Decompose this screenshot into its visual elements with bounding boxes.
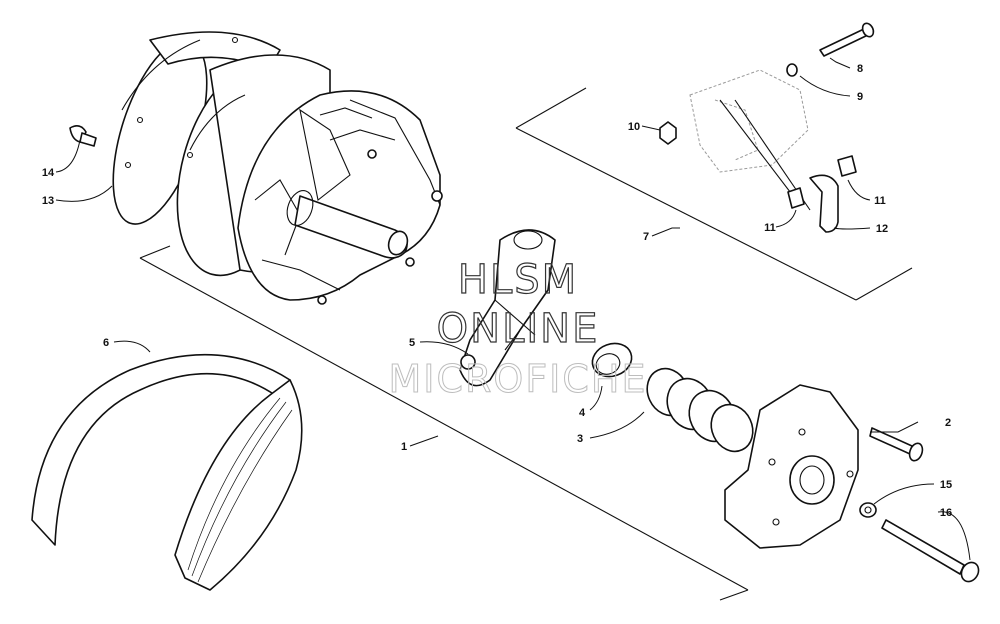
callout-4: 4 — [579, 407, 586, 419]
callout-7: 7 — [643, 231, 649, 243]
callout-labels: 1 2 3 4 5 6 7 8 9 10 11 11 12 13 14 15 1… — [42, 63, 952, 519]
callout-10: 10 — [628, 121, 640, 133]
cover-bolt — [869, 427, 924, 462]
bushing-ring — [591, 342, 633, 378]
callout-14: 14 — [42, 167, 55, 179]
drive-belt — [31, 353, 303, 591]
moving-sheave-housing — [237, 90, 443, 305]
callout-8: 8 — [857, 63, 863, 75]
callout-15: 15 — [940, 479, 952, 491]
washer — [859, 502, 877, 518]
watermark: HLSM ONLINE MICROFICHE — [388, 256, 647, 401]
clutch-spring — [646, 367, 754, 453]
clutch-cover-plate — [724, 384, 859, 549]
callout-9: 9 — [857, 91, 863, 103]
callout-11-left: 11 — [764, 222, 776, 234]
roller-arm-subassembly — [659, 22, 875, 233]
callout-16: 16 — [940, 507, 952, 519]
watermark-line-2: ONLINE — [437, 306, 600, 352]
long-bolt — [881, 519, 980, 583]
callout-2: 2 — [945, 417, 951, 429]
assembly-7-outline — [515, 87, 913, 301]
callout-3: 3 — [577, 433, 583, 445]
callout-11-right: 11 — [874, 195, 886, 207]
watermark-line-1: HLSM — [458, 257, 578, 303]
callout-6: 6 — [103, 337, 109, 349]
flange-bolt — [69, 124, 97, 147]
callout-5: 5 — [409, 337, 415, 349]
leader-lines — [55, 57, 971, 561]
assembly-1-outline — [139, 245, 749, 601]
callout-1: 1 — [401, 441, 407, 453]
callout-13: 13 — [42, 195, 54, 207]
spider-roller-arm — [459, 229, 556, 387]
watermark-line-3: MICROFICHE — [388, 357, 647, 401]
callout-12: 12 — [876, 223, 888, 235]
